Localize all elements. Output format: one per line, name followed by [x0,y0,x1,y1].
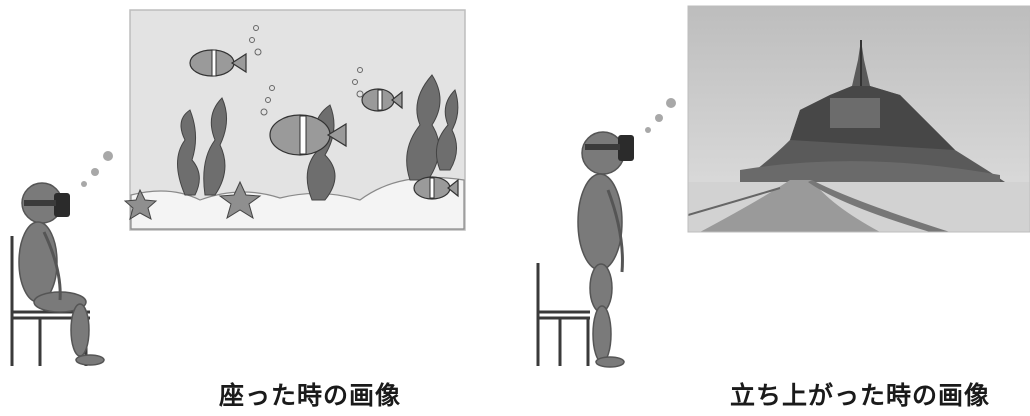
landscape-photo [687,5,1030,233]
caption-standing: 立ち上がった時の画像 [729,381,990,410]
starfish-icon [123,180,262,221]
chair-icon [536,263,590,366]
thought-bubbles-left [81,151,113,187]
standing-figure-icon [577,131,625,368]
caption-sitting: 座った時の画像 [218,381,401,410]
vr-headset-icon [585,135,634,161]
sitting-person [10,151,113,366]
vr-headset-icon [24,193,70,217]
bubbles-icon [249,25,364,116]
standing-person [536,98,676,368]
seaweed-icon [177,74,459,201]
underwater-image [123,9,466,231]
thought-bubbles-right [645,98,676,133]
